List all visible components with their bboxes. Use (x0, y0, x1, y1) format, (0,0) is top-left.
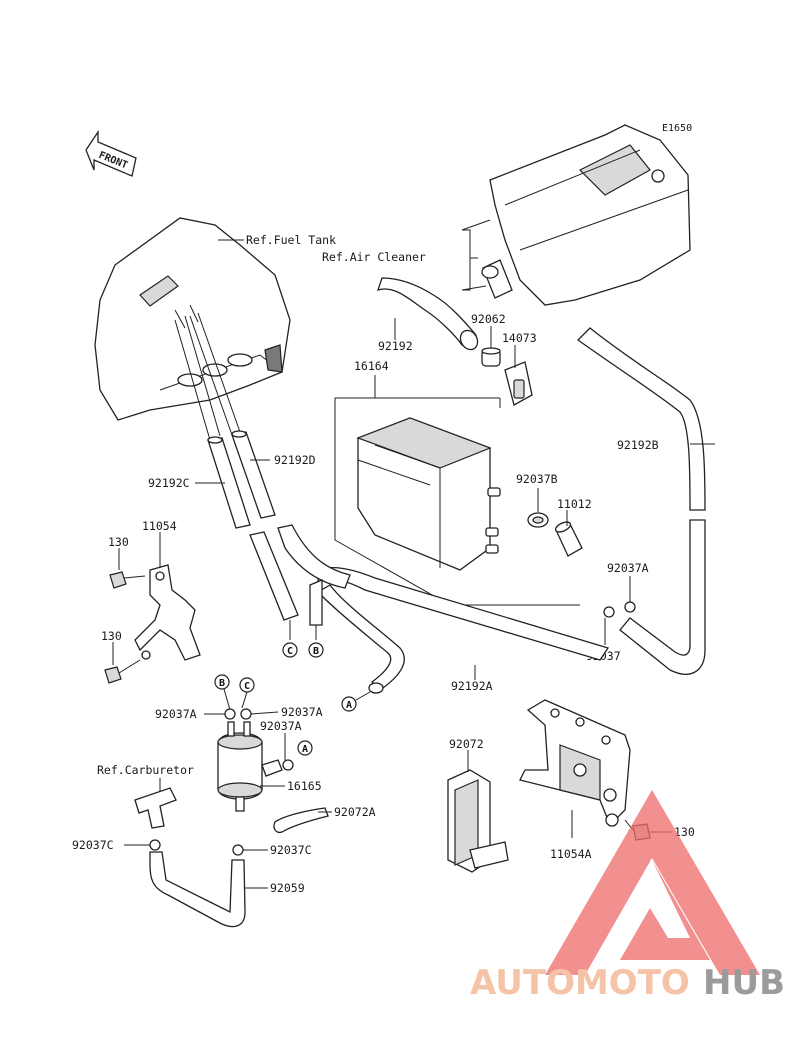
clamp-92037A-pair-icon (224, 708, 252, 720)
part-92192A: 92192A (451, 679, 493, 693)
part-11012: 11012 (557, 497, 592, 511)
hose-92192B (576, 327, 706, 675)
svg-text:A: A (302, 744, 308, 755)
part-11054: 11054 (142, 519, 177, 533)
watermark-logo: AUTOMOTO HUB (470, 790, 785, 1003)
hose-92059 (149, 851, 246, 928)
part-130-b: 130 (101, 629, 122, 643)
part-16165: 16165 (287, 779, 322, 793)
part-92192D: 92192D (274, 453, 316, 467)
part-92072: 92072 (449, 737, 484, 751)
callout-B-lower: B (214, 674, 231, 711)
hose-92192C (174, 315, 299, 621)
part-14073: 14073 (502, 331, 537, 345)
fuel-tank-ref (94, 217, 291, 421)
bolt-130-b-icon (104, 659, 141, 684)
part-92062: 92062 (471, 312, 506, 326)
part-16164: 16164 (354, 359, 389, 373)
callout-A-lower: A (297, 740, 313, 756)
air-cleaner-ref (481, 124, 691, 306)
ref-carburetor-label: Ref.Carburetor (97, 763, 194, 777)
part-92062-icon (481, 347, 501, 367)
ref-fuel-tank-label: Ref.Fuel Tank (246, 233, 336, 247)
callout-C-lower: C (239, 677, 255, 709)
part-92072A: 92072A (334, 805, 376, 819)
part-92037B: 92037B (516, 472, 558, 486)
hose-92192A (317, 567, 610, 661)
clamp-92037A-right-icon (603, 601, 636, 618)
svg-text:C: C (244, 681, 250, 692)
part-92192C: 92192C (148, 476, 190, 490)
hose-to-A (316, 584, 405, 694)
part-92037B-icon (527, 512, 549, 528)
part-130-a: 130 (108, 535, 129, 549)
front-arrow-icon: FRONT (85, 129, 137, 177)
svg-text:B: B (219, 678, 225, 689)
part-92037A-right-top: 92037A (281, 705, 323, 719)
canister-16164-icon (356, 417, 501, 571)
callout-B: B (308, 625, 324, 658)
part-92192: 92192 (378, 339, 413, 353)
part-14073-icon (504, 361, 533, 406)
diagram-code: E1650 (662, 123, 692, 134)
ref-air-cleaner-label: Ref.Air Cleaner (322, 250, 426, 264)
watermark-triangle-icon (545, 790, 760, 975)
part-92037C-left: 92037C (72, 838, 114, 852)
part-92037C-right: 92037C (270, 843, 312, 857)
bracket-11054A-icon (519, 699, 631, 827)
fuel-filter-16165-icon (217, 721, 283, 812)
part-92192B: 92192B (617, 438, 659, 452)
svg-text:A: A (346, 700, 352, 711)
svg-text:B: B (313, 646, 319, 657)
bolt-130-a-icon (109, 571, 146, 589)
part-92037A-left: 92037A (155, 707, 197, 721)
callout-C: C (282, 620, 298, 658)
hose-92192D (189, 312, 351, 626)
clamp-92037C-left-icon (149, 839, 161, 851)
part-92059: 92059 (270, 881, 305, 895)
watermark-text-auto-moto: AUTOMOTO (470, 963, 690, 1003)
svg-text:C: C (287, 646, 293, 657)
bracket-11054-icon (134, 564, 201, 661)
callout-A-upper: A (341, 691, 371, 712)
part-130-c: 130 (674, 825, 695, 839)
clamp-92037C-right-icon (232, 844, 244, 856)
part-11054A: 11054A (550, 847, 592, 861)
strap-92072-icon (447, 769, 509, 873)
watermark-text-hub: HUB (703, 963, 785, 1003)
strap-92072A-icon (273, 807, 329, 834)
part-92037A-right: 92037A (607, 561, 649, 575)
t-fitting-icon (134, 787, 177, 829)
part-92037A-mid: 92037A (260, 719, 302, 733)
part-11012-icon (554, 521, 583, 557)
hose-92192 (376, 277, 479, 351)
